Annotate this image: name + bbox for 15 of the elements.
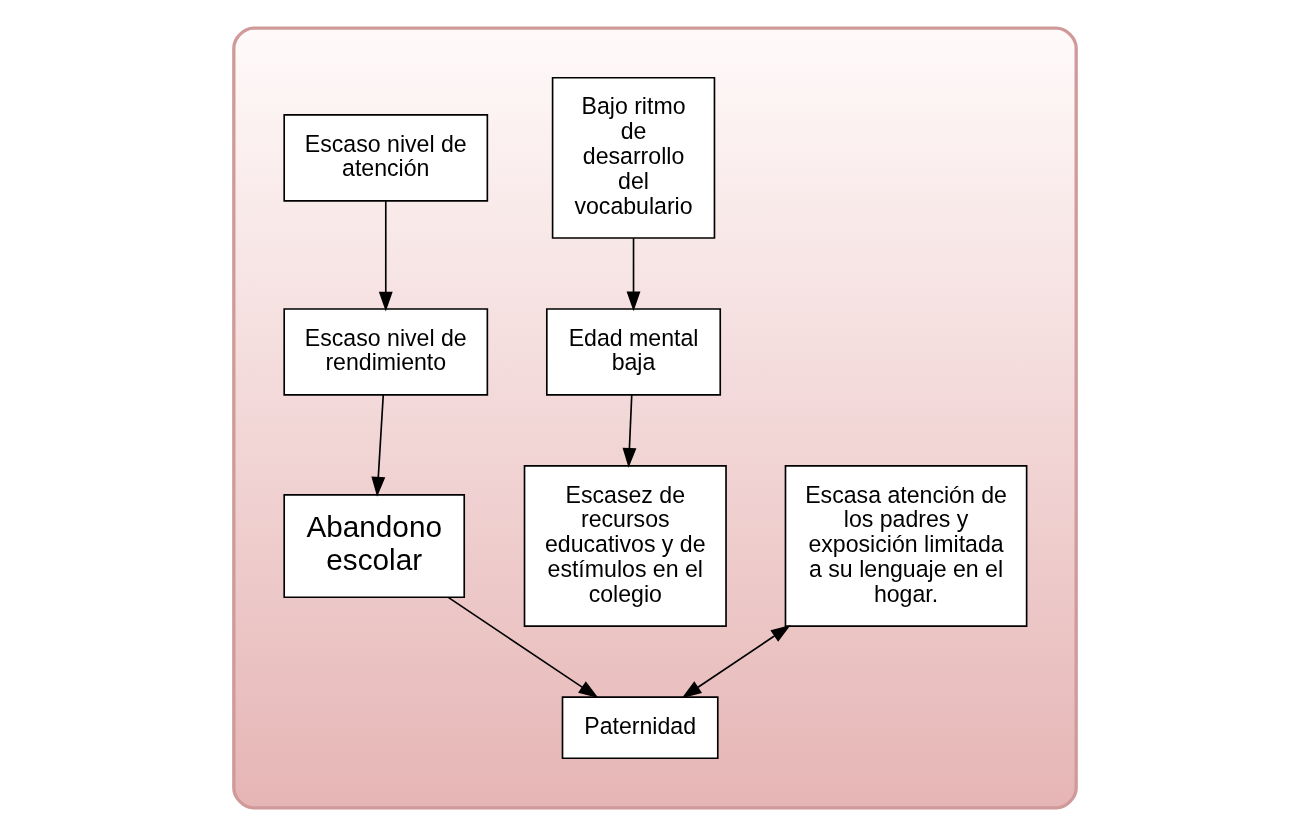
node-box: Escaso nivel de rendimiento — [282, 308, 488, 396]
cluster — [231, 26, 1078, 810]
arrow — [370, 394, 385, 497]
node-box: Escaso nivel de atención — [282, 114, 488, 202]
node-box: Paternidad — [561, 696, 719, 760]
arrow — [681, 625, 791, 699]
arrow — [622, 394, 636, 468]
arrow — [626, 237, 640, 312]
node-box: Edad mental baja — [545, 308, 721, 396]
arrow — [378, 200, 393, 312]
node-box: Bajo ritmo de desarrollo del vocabulario — [551, 76, 715, 239]
node-box: Escasa atención de los padres y exposición limitada a su lenguaje en el hogar. — [784, 465, 1027, 627]
arrow — [446, 596, 598, 699]
node-box: Abandono escolar — [282, 493, 465, 599]
node-box: Escasez de recursos educativos y de estímulos en el colegio — [523, 465, 727, 627]
